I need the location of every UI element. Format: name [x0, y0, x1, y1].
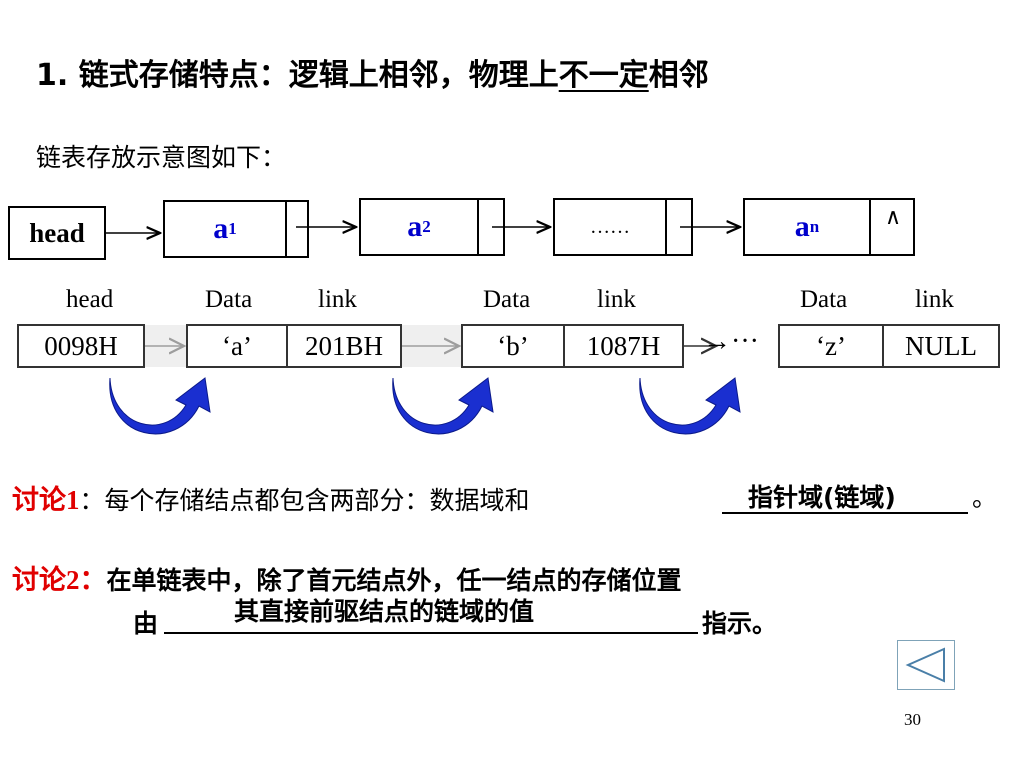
title-part1: 1. 链式存储特点：逻辑上相邻，物理上 [36, 58, 559, 93]
node-divider [665, 200, 667, 254]
head-pointer-box: head [8, 206, 106, 260]
mem-head-value: 0098H [44, 330, 118, 361]
mem-node-1: ‘a’ 201BH [186, 324, 402, 368]
mem-divider [882, 326, 884, 366]
node-a2-link [479, 200, 505, 254]
back-triangle-icon [905, 647, 945, 683]
discussion-2: 讨论2：在单链表中，除了首元结点外，任一结点的存储位置 [12, 558, 682, 597]
discussion-1: 讨论1：每个存储结点都包含两部分：数据域和 [12, 478, 530, 517]
page-number: 30 [904, 710, 921, 729]
mem-label-link-2: link [597, 286, 636, 313]
slide-title: 1. 链式存储特点：逻辑上相邻，物理上不一定相邻 [36, 50, 709, 94]
discussion-2-by: 由 [133, 609, 159, 638]
mem-label-data-2: Data [483, 286, 531, 313]
slide-subtitle: 链表存放示意图如下： [36, 143, 287, 172]
mem-node-3-data: ‘z’ [816, 330, 846, 361]
mem-label-head: head [66, 286, 114, 313]
discussion-1-label: 讨论1 [12, 485, 80, 515]
mem-divider [286, 326, 288, 366]
discussion-1-end: 。 [972, 483, 998, 512]
mem-head-cell: 0098H [17, 324, 145, 368]
discussion-2-label: 讨论2： [12, 565, 107, 595]
mem-node-3: ‘z’ NULL [778, 324, 1000, 368]
node-ellipsis-data: …… [590, 215, 630, 238]
discussion-1-answer: 指针域(链域) [748, 483, 896, 512]
node-a1-link [287, 202, 309, 256]
discussion-1-blank [722, 512, 968, 514]
mem-label-link-3: link [915, 286, 954, 313]
node-divider [285, 202, 287, 256]
discussion-1-text: ：每个存储结点都包含两部分：数据域和 [79, 486, 530, 515]
mem-label-data-3: Data [800, 286, 848, 313]
node-ellipsis: …… [553, 198, 693, 256]
mem-node-2-link: 1087H [586, 330, 661, 361]
mem-label-link-1: link [318, 286, 357, 313]
mem-ellipsis: →··· [703, 326, 759, 357]
curved-arrow-1 [109, 377, 211, 435]
mem-divider [563, 326, 565, 366]
node-an-null-link: ∧ [884, 204, 902, 229]
discussion-2-blank [164, 632, 698, 634]
mem-node-3-link: NULL [905, 330, 977, 361]
mem-node-1-data: ‘a’ [222, 330, 252, 361]
discussion-2-line1: 在单链表中，除了首元结点外，任一结点的存储位置 [106, 566, 682, 595]
curved-arrow-3 [639, 377, 741, 435]
discussion-2-end: 指示。 [702, 609, 778, 638]
mem-node-2: ‘b’ 1087H [461, 324, 684, 368]
previous-slide-button[interactable] [897, 640, 955, 690]
node-divider [869, 200, 871, 254]
title-part2: 相邻 [648, 58, 709, 93]
mem-node-2-data: ‘b’ [497, 330, 529, 361]
node-divider [477, 200, 479, 254]
mem-node-1-link: 201BH [304, 330, 383, 361]
curved-arrow-2 [392, 377, 494, 435]
discussion-2-answer: 其直接前驱结点的链域的值 [234, 597, 535, 626]
node-ellipsis-link [667, 200, 693, 254]
title-underlined: 不一定 [558, 58, 649, 93]
mem-label-data-1: Data [205, 286, 253, 313]
